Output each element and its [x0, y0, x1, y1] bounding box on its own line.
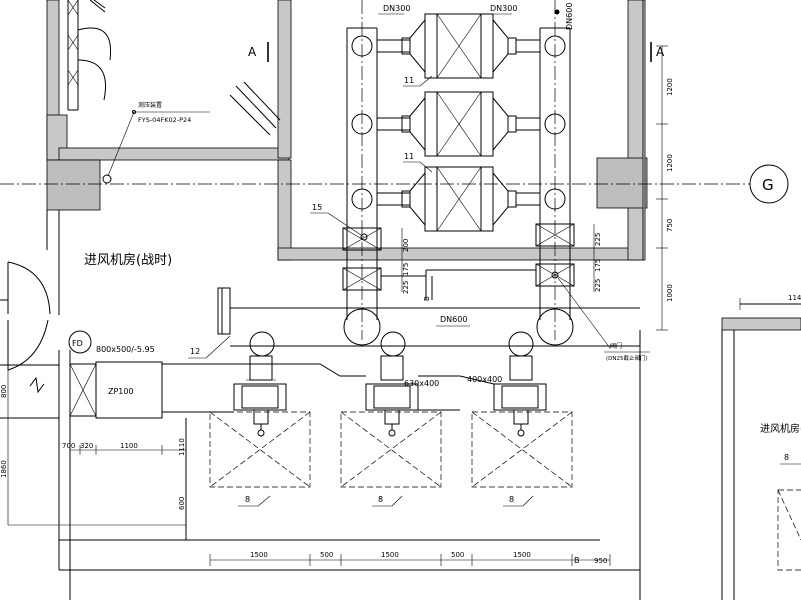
dim-unit-v1: 1110	[178, 438, 186, 456]
room-label-main: 进风机房(战时)	[84, 252, 172, 268]
filter-unit-1	[377, 13, 540, 79]
filter-box-label: ZP100	[108, 387, 134, 396]
wall-center-lower	[277, 159, 292, 261]
dim-bottom-6: 950	[594, 557, 607, 565]
dim-bottom-3: 1500	[381, 551, 399, 559]
dim-valve-right-3: 225	[594, 279, 602, 292]
wall-filter-room-bottom	[277, 247, 644, 261]
dim-right-top: 1145	[788, 294, 801, 302]
dim-right-1: 1200	[666, 78, 674, 96]
dim-right-3: 750	[666, 219, 674, 232]
callout-15: 15	[312, 203, 322, 212]
air-units: 8 8 8	[209, 411, 573, 507]
dim-valve-left-1: 200	[402, 239, 410, 252]
callout-8-c: 8	[509, 495, 514, 504]
section-mark-left: A	[229, 42, 281, 136]
valve-stacks: B 200 175 225 225 175 225	[342, 223, 602, 301]
dim-bottom-2: 500	[320, 551, 333, 559]
fd-label: FD	[72, 339, 83, 348]
section-mark-left-label: A	[248, 45, 257, 59]
grid-bubble	[749, 164, 789, 204]
dim-right-4: 1000	[666, 284, 674, 302]
callout-8-a: 8	[245, 495, 250, 504]
dim-left-2: 320	[80, 442, 93, 450]
dim-valve-left-3: 225	[402, 281, 410, 294]
fan-3	[493, 355, 547, 437]
valve-note-line1: 阀门	[610, 342, 622, 350]
column-right	[596, 157, 648, 209]
callout-11-upper: 11	[404, 76, 414, 85]
grid-label: G	[762, 176, 774, 194]
pipe-label-horizontal: DN600	[440, 315, 467, 324]
dim-valve-right-2: 175	[594, 259, 602, 272]
pipe-label-top-mid: DN300	[490, 4, 517, 13]
unit-1	[209, 411, 311, 488]
left-room: 进风机房(战时) FD 800x500/-5.95 ZP100 12 测压装置 …	[0, 101, 231, 600]
callout-8-right: 8	[784, 453, 789, 462]
wall-device-line1: 测压装置	[138, 101, 162, 109]
dim-bottom-4: 500	[451, 551, 464, 559]
stair-hatch	[67, 0, 112, 111]
dim-left-3: 1100	[120, 442, 138, 450]
fd-circle	[68, 330, 92, 354]
fans: 630x400 400x400	[162, 355, 547, 437]
valve-note-line2: (DN25截止阀门)	[606, 354, 648, 362]
callout-11-lower: 11	[404, 152, 414, 161]
dim-right-2: 1200	[666, 154, 674, 172]
column-left	[46, 159, 101, 211]
dim-left-v2: 1860	[0, 460, 8, 478]
svg-text:B: B	[423, 296, 431, 301]
filter-unit-3	[377, 166, 540, 232]
wall-device-line2: FYS-04FK02-P24	[138, 116, 191, 124]
walls	[46, 0, 648, 261]
dim-valve-right-1: 225	[594, 233, 602, 246]
dim-bottom-1: 1500	[250, 551, 268, 559]
dimension-bottom: 1500 500 1500 500 1500 950 B	[59, 330, 641, 600]
pipe-label-top-right: DN600	[565, 3, 574, 30]
dimension-right: 1200 1200 750 1000	[656, 45, 674, 331]
duct-label-400: 400x400	[467, 375, 502, 384]
filter-unit-2	[377, 91, 540, 157]
callout-8-b: 8	[378, 495, 383, 504]
measure-mark-b: B	[574, 556, 580, 565]
dimension-left: 700 320 1100 800 1860 1110 600	[0, 370, 187, 526]
wall-center-upper	[277, 0, 292, 159]
dim-valve-left-2: 175	[402, 263, 410, 276]
unit-2	[340, 411, 442, 488]
dim-left-v1: 800	[0, 385, 8, 398]
section-mark-right-label: A	[656, 45, 665, 59]
grid-line-g: G	[0, 164, 789, 204]
filter-room: DN300 DN300 DN600 11 11 15 A	[310, 0, 665, 340]
right-room: 1145 进风机房(战 8	[721, 294, 801, 600]
dim-left-1: 700	[62, 442, 75, 450]
pipe-label-top-left: DN300	[383, 4, 410, 13]
wall-right-line	[642, 0, 646, 261]
unit-3	[471, 411, 573, 488]
dim-bottom-5: 1500	[513, 551, 531, 559]
duct-spec: 800x500/-5.95	[96, 345, 155, 354]
right-room-wall-top	[721, 317, 801, 331]
wall-top-left-room	[58, 147, 290, 161]
fan-2	[365, 355, 419, 437]
valve-note: 阀门 (DN25截止阀门)	[557, 277, 650, 362]
fan-1	[233, 355, 287, 437]
callout-12: 12	[190, 347, 200, 356]
room-label-right: 进风机房(战	[760, 422, 801, 435]
dim-unit-v2: 600	[178, 497, 186, 510]
duct-label-630: 630x400	[404, 379, 439, 388]
wall-right	[627, 0, 644, 261]
